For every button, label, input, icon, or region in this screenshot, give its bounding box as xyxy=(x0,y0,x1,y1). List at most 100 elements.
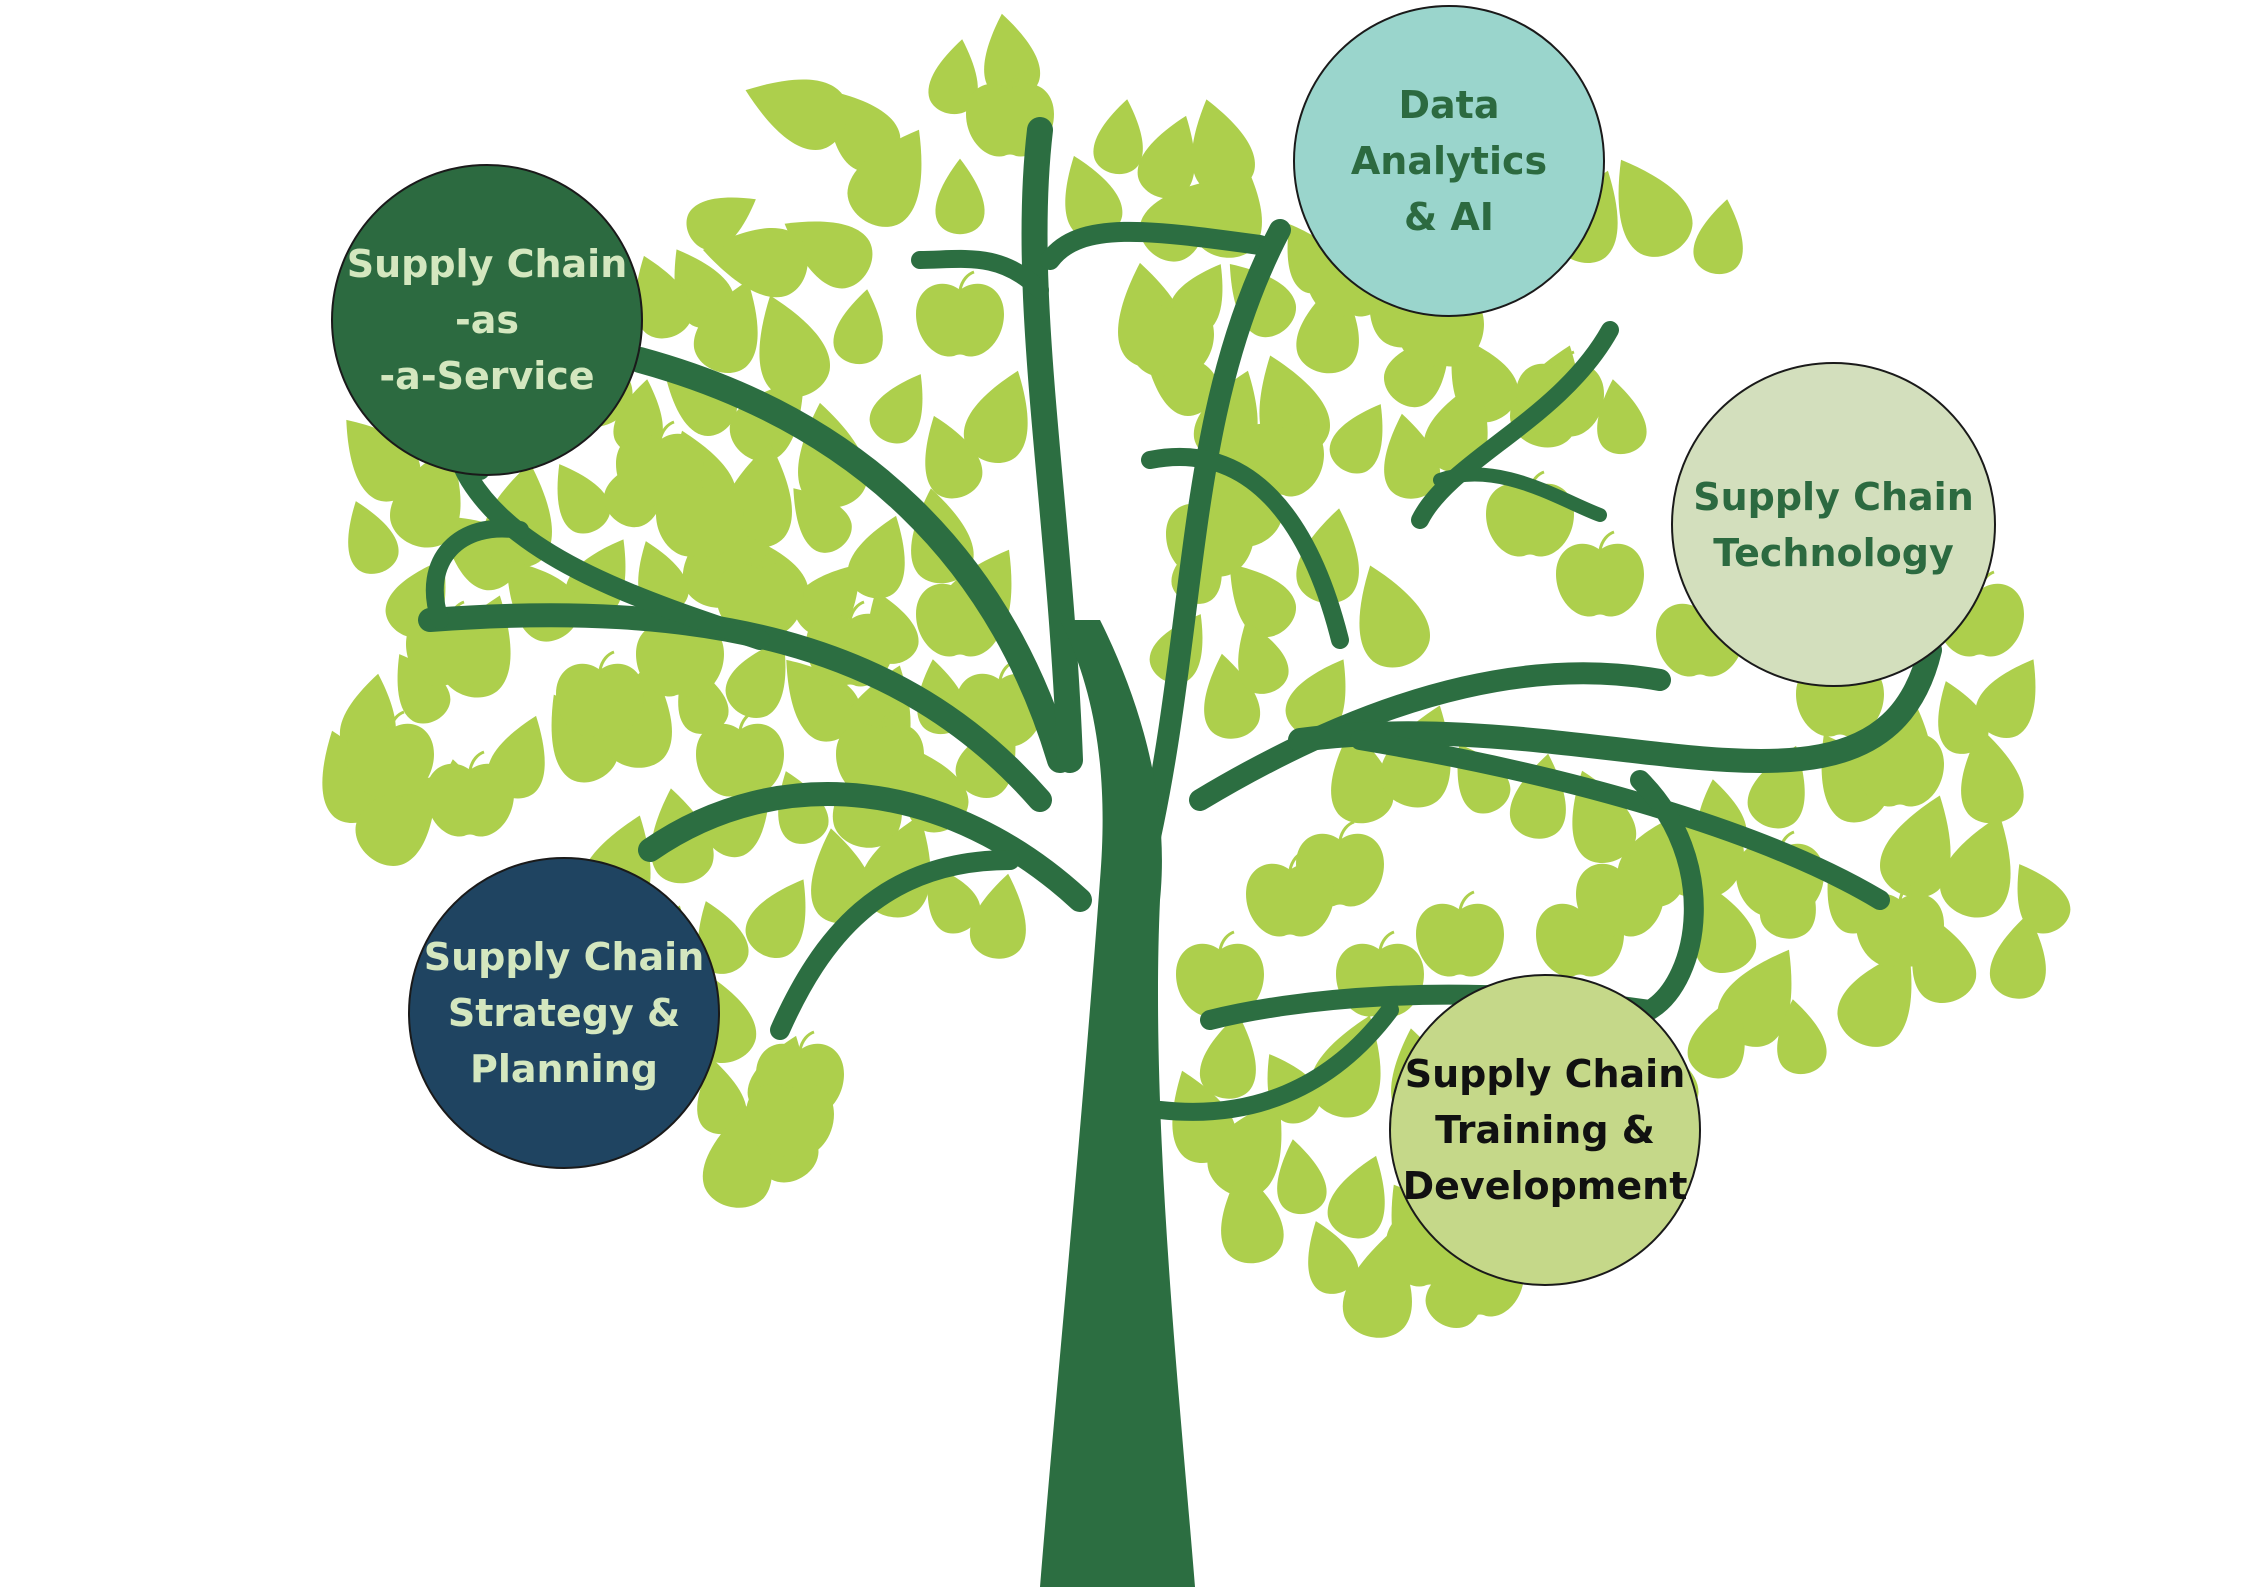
leaf-shape xyxy=(1238,621,1289,694)
leaf-shape xyxy=(557,464,611,534)
node-label: Supply Chain Technology xyxy=(1693,474,1974,575)
branch-right-mid-up xyxy=(1411,321,1619,529)
leaf-shape xyxy=(927,864,981,934)
leaf-shape xyxy=(698,901,749,974)
leaf-shape xyxy=(693,280,758,373)
leaf-shape xyxy=(1597,379,1647,455)
apple-icon xyxy=(426,750,514,837)
leaf-shape xyxy=(1423,380,1488,473)
leaf-shape xyxy=(969,873,1026,959)
leaf-shape xyxy=(697,1059,747,1135)
leaf-shape xyxy=(702,228,808,298)
branch-tech xyxy=(1288,638,1942,773)
apple-icon xyxy=(1176,930,1264,1017)
leaf-shape xyxy=(635,255,693,339)
apple-icon xyxy=(716,550,804,637)
leaf-shape xyxy=(745,79,848,150)
leaf-shape xyxy=(1093,99,1143,175)
leaf-shape xyxy=(1692,880,1757,973)
apple-icon xyxy=(916,270,1004,357)
leaf-shape xyxy=(1331,728,1394,824)
leaf-shape xyxy=(1229,564,1296,638)
branch-right-up xyxy=(1129,219,1291,891)
branch-saas xyxy=(627,347,1073,773)
apple-icon xyxy=(1126,290,1214,377)
leaf-shape xyxy=(1327,1155,1385,1239)
leaf-shape xyxy=(1065,155,1123,239)
leaf-shape xyxy=(847,515,905,599)
leaf-shape xyxy=(925,415,983,499)
leaf-shape xyxy=(811,828,874,924)
leaf-shape xyxy=(686,197,756,251)
apple-icon xyxy=(696,710,784,797)
leaf-shape xyxy=(759,295,830,398)
leaf-shape xyxy=(784,221,873,289)
leaf-shape xyxy=(346,419,421,502)
leaf-shape xyxy=(869,374,923,444)
leaf-shape xyxy=(1975,659,2036,738)
leaf-shape xyxy=(1837,949,1912,1047)
node-supply-chain-strategy-planning: Supply Chain Strategy & Planning xyxy=(408,857,720,1169)
apple-icon xyxy=(346,710,434,797)
leaf-shape xyxy=(355,775,438,866)
branch-strategy-lower xyxy=(770,850,1020,1040)
leaf-shape xyxy=(847,129,922,227)
leaf-shape xyxy=(1207,1099,1282,1197)
branch-left-upper-tip xyxy=(425,519,529,629)
leaf-shape xyxy=(1940,815,2011,918)
leaf-shape xyxy=(1384,413,1441,499)
leaf-shape xyxy=(1221,1168,1284,1264)
apple-icon xyxy=(656,470,744,557)
apple-icon xyxy=(1856,720,1944,807)
branch-low-left xyxy=(1151,1001,1399,1121)
node-label: Data Analytics & AI xyxy=(1350,83,1548,239)
apple-icon xyxy=(556,650,644,737)
leaf-shape xyxy=(2017,864,2071,934)
branch-right-arc xyxy=(1141,447,1349,649)
leaf-shape xyxy=(1777,999,1827,1075)
node-supply-chain-training-development: Supply Chain Training & Development xyxy=(1389,974,1701,1286)
leaf-shape xyxy=(1961,728,2024,824)
leaf-shape xyxy=(1687,995,1745,1079)
node-supply-chain-technology: Supply Chain Technology xyxy=(1671,362,1996,687)
leaf-shape xyxy=(397,654,451,724)
branch-right-mid-tip xyxy=(1433,467,1607,522)
apple-icon xyxy=(746,1070,834,1157)
apple-icon xyxy=(1416,890,1504,977)
apple-icon xyxy=(1556,530,1644,617)
leaf-shape xyxy=(1199,1013,1256,1099)
leaf-shape xyxy=(793,488,852,553)
apple-icon xyxy=(1246,850,1334,937)
leaf-shape xyxy=(348,501,399,574)
branch-center-fork-a xyxy=(1040,221,1270,270)
apple-icon xyxy=(1856,880,1944,967)
leaf-shape xyxy=(1693,199,1743,275)
branch-strategy xyxy=(638,782,1092,912)
node-supply-chain-as-a-service: Supply Chain -as -a-Service xyxy=(331,164,643,476)
branch-center-up xyxy=(1021,117,1083,773)
leaf-shape xyxy=(786,659,861,742)
leaf-shape xyxy=(1285,659,1346,738)
leaf-shape xyxy=(1938,681,1989,754)
branch-left-upper xyxy=(418,603,1052,812)
leaf-shape xyxy=(935,158,985,235)
leaf-shape xyxy=(963,370,1028,463)
leaf-shape xyxy=(725,639,786,718)
leaf-shape xyxy=(745,879,806,958)
branch-right-mid xyxy=(1189,662,1671,811)
leaf-shape xyxy=(1359,565,1430,668)
branch-center-fork-b xyxy=(911,249,1049,299)
leaf-shape xyxy=(1308,1221,1359,1294)
apple-icon xyxy=(836,710,924,797)
leaf-shape xyxy=(1277,1139,1327,1215)
leaf-shape xyxy=(1329,404,1383,474)
node-data-analytics-ai: Data Analytics & AI xyxy=(1293,5,1605,317)
leaf-shape xyxy=(1137,115,1195,199)
leaf-shape xyxy=(928,39,978,115)
node-label: Supply Chain Training & Development xyxy=(1402,1052,1688,1208)
leaf-shape xyxy=(1989,913,2046,999)
leaf-shape xyxy=(833,289,883,365)
node-label: Supply Chain Strategy & Planning xyxy=(423,935,705,1091)
